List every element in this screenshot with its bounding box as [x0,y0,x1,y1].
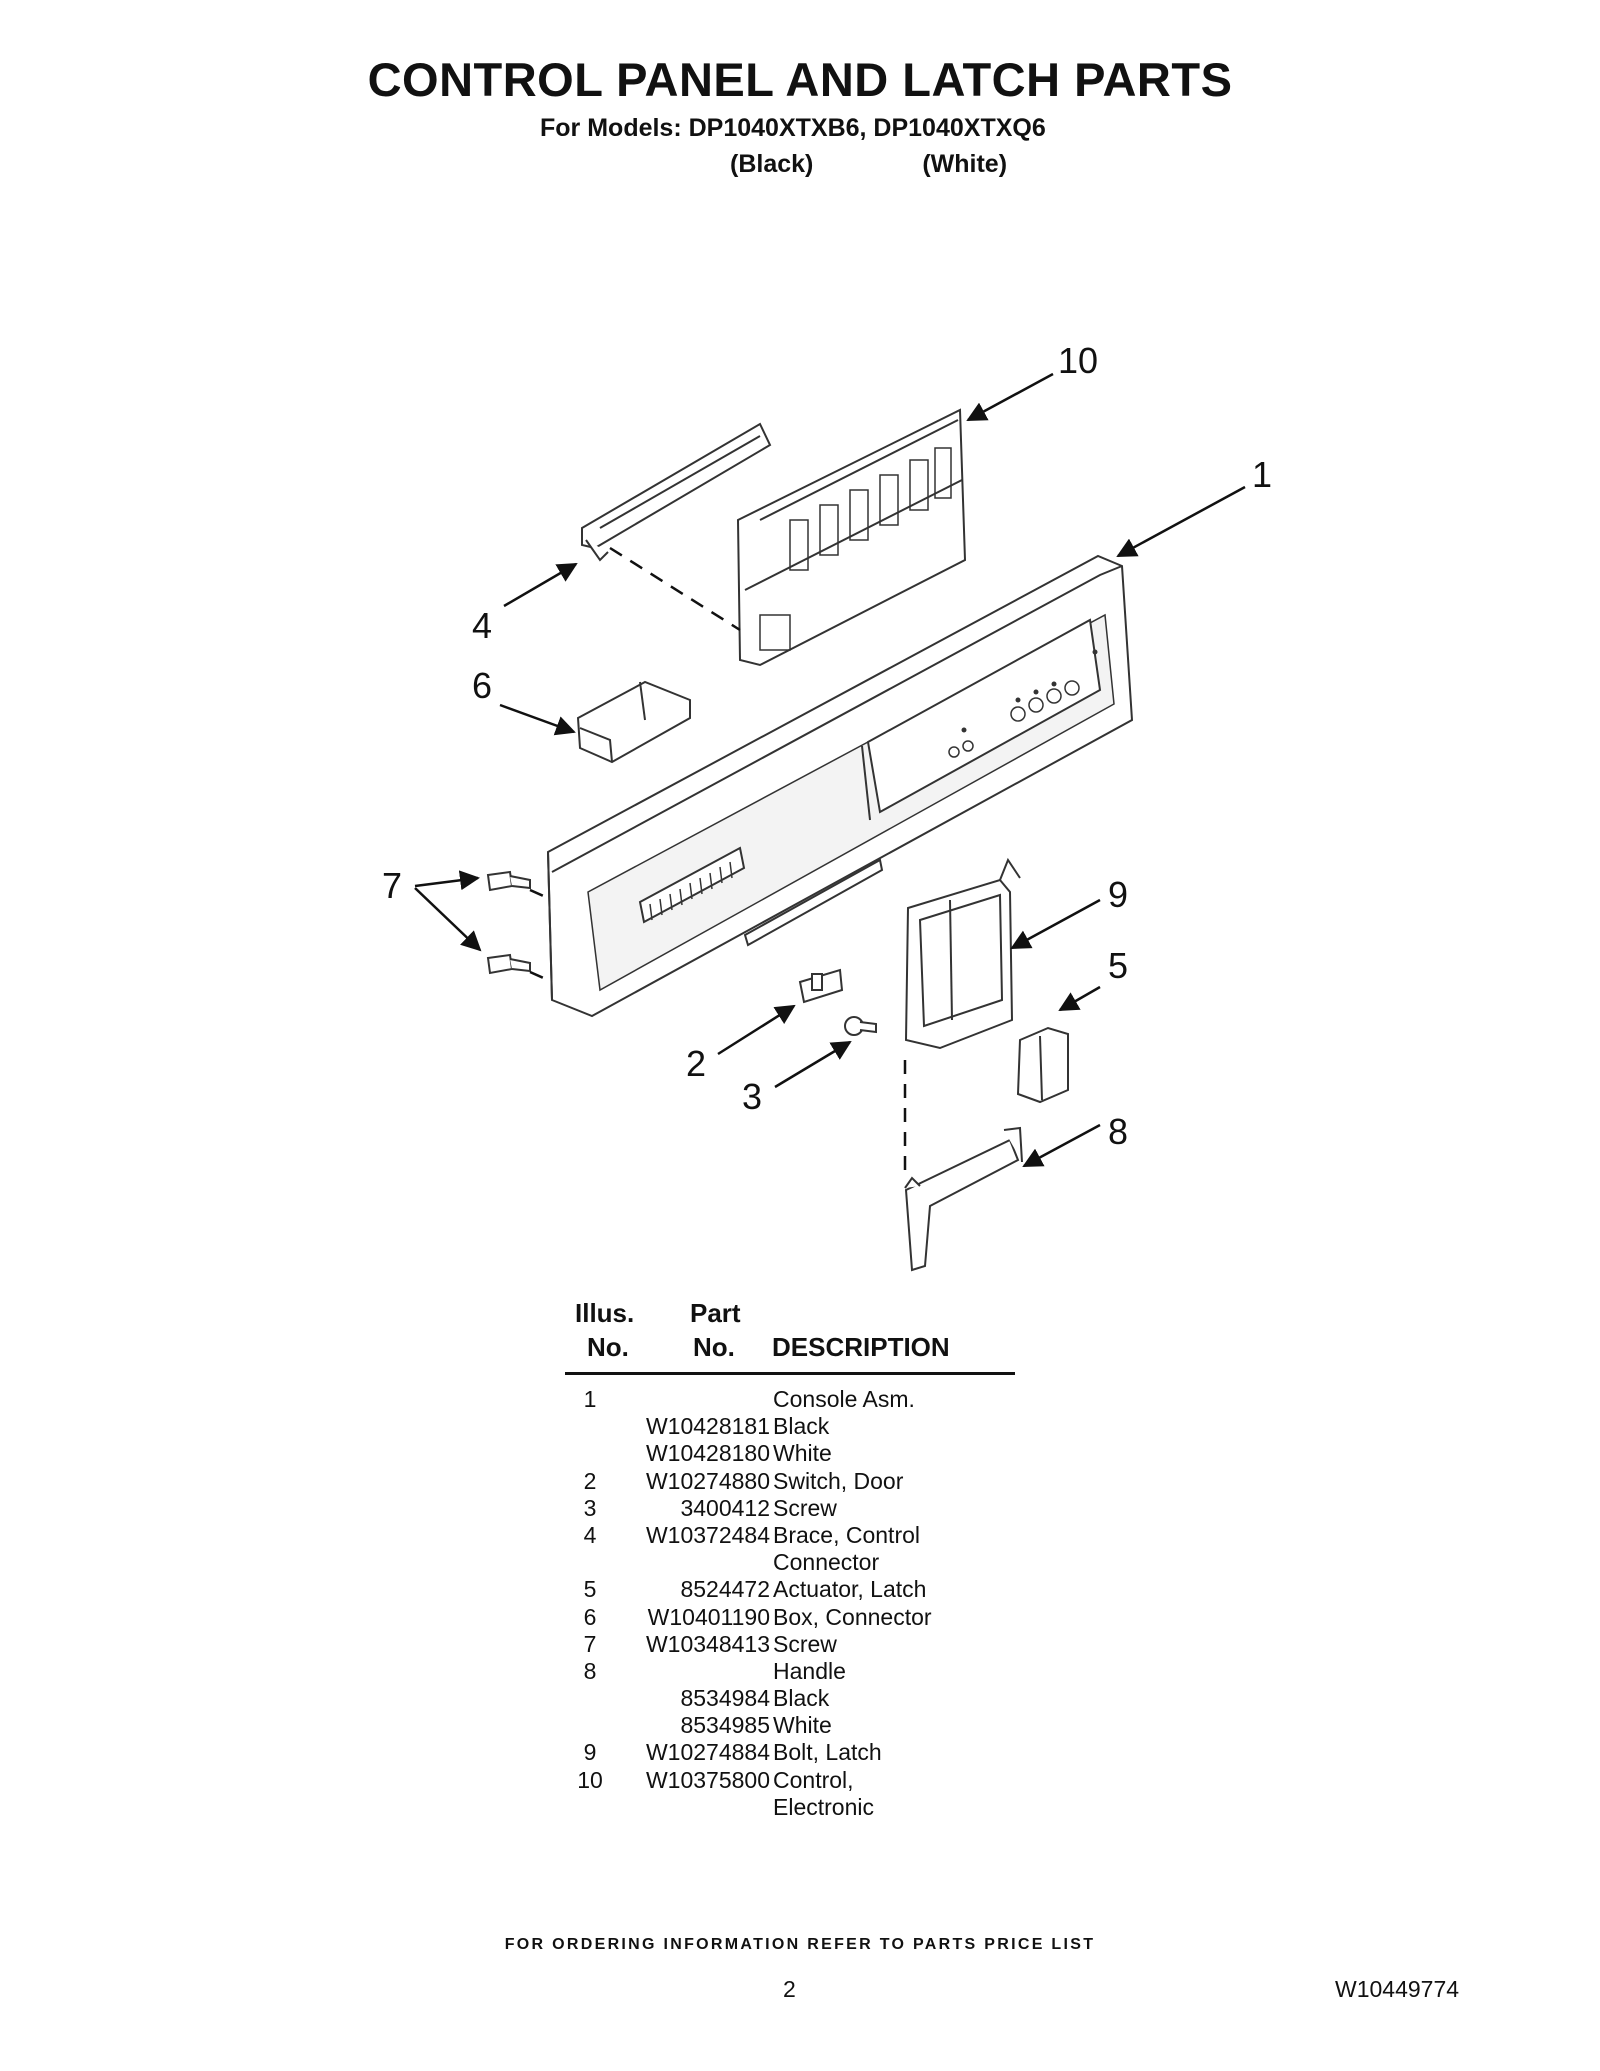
col-illus-line1: Illus. [575,1298,635,1328]
illus-no-cell: 8 [583,1657,597,1684]
handle-part [904,1126,1023,1272]
part-no-cell: 8534985 [680,1712,770,1739]
part-no-cell: W10428180 [645,1440,770,1467]
electronic-control-part [736,408,967,667]
illus-no-cell: 10 [577,1766,603,1793]
callout-3: 3 [742,1076,762,1117]
illus-no-cell: 2 [583,1467,597,1494]
illus-no-cell: 7 [583,1630,597,1657]
part-no-cell: W10274880 [645,1467,770,1494]
illus-no-cell: 3 [583,1494,597,1521]
table-row: 8 Handle [565,1658,1015,1685]
color-black-label: (Black) [730,150,814,178]
description-cell: Connector [773,1549,880,1576]
table-row: 1 Console Asm. [565,1386,1015,1413]
part-no-cell: W10372484 [645,1521,770,1548]
table-row: Electronic [565,1794,1015,1821]
description-cell: Box, Connector [773,1603,932,1630]
description-cell: Control, [773,1766,854,1793]
parts-table-header: Illus. No. Part No. DESCRIPTION [565,1296,1015,1375]
part-no-cell: W10428181 [645,1413,770,1440]
callout-2: 2 [686,1043,706,1084]
description-cell: Console Asm. [773,1386,915,1412]
callout-7: 7 [382,865,402,906]
part-no-cell: W10401190 [647,1603,770,1630]
callout-1: 1 [1252,454,1272,495]
screw-parts-7 [486,870,531,975]
part-no-cell: 8524472 [680,1576,770,1603]
latch-actuator-part [1016,1026,1069,1104]
page-number: 2 [783,1976,796,2002]
part-no-cell: 3400412 [680,1494,770,1521]
brace-connector-part [581,422,772,562]
description-cell: White [773,1712,832,1739]
col-part-line2: No. [693,1332,735,1362]
exploded-parts-diagram: 10 1 4 6 7 9 5 2 3 8 [382,340,1272,1272]
illus-no-cell: 6 [583,1603,597,1630]
model-colors: (Black) (White) [730,150,1007,179]
illus-no-cell: 4 [583,1521,597,1548]
ordering-note: FOR ORDERING INFORMATION REFER TO PARTS … [504,1936,1096,1953]
part-no-cell: W10274884 [645,1739,770,1766]
illus-no-cell: 1 [583,1386,597,1412]
callout-9: 9 [1108,874,1128,915]
description-cell: Handle [773,1657,846,1684]
callout-5: 5 [1108,945,1128,986]
callout-10: 10 [1058,340,1098,381]
part-no-cell: W10375800 [645,1766,770,1793]
page-title: CONTROL PANEL AND LATCH PARTS [367,53,1233,106]
description-cell: Black [773,1413,830,1440]
description-cell: Brace, Control [773,1521,921,1548]
description-cell: Electronic [773,1793,874,1820]
door-switch-part [798,968,844,1004]
part-no-cell: 8534984 [680,1685,770,1712]
table-row: Connector [565,1549,1015,1576]
models-line: For Models: DP1040XTXB6, DP1040XTXQ6 [540,114,1046,142]
screw-part-3 [844,1016,877,1036]
document-number: W10449774 [1335,1976,1460,2002]
col-part-line1: Part [690,1298,741,1328]
part-no-cell: W10348413 [645,1630,770,1657]
color-white-label: (White) [922,150,1008,178]
description-cell: Bolt, Latch [773,1739,882,1766]
illus-no-cell: 5 [583,1576,597,1603]
col-illus-line2: No. [587,1332,629,1362]
latch-bolt-part [904,857,1021,1050]
description-cell: White [773,1440,832,1467]
description-cell: Screw [773,1630,837,1657]
callout-4: 4 [472,605,492,646]
connector-box-part [576,680,691,764]
description-cell: Screw [773,1494,837,1521]
description-cell: Black [773,1685,830,1712]
callout-8: 8 [1108,1111,1128,1152]
illus-no-cell: 9 [583,1739,597,1766]
description-cell: Switch, Door [773,1467,904,1494]
callout-6: 6 [472,665,492,706]
col-description: DESCRIPTION [772,1332,950,1362]
description-cell: Actuator, Latch [773,1576,927,1603]
console-assembly-part [546,554,1134,1018]
